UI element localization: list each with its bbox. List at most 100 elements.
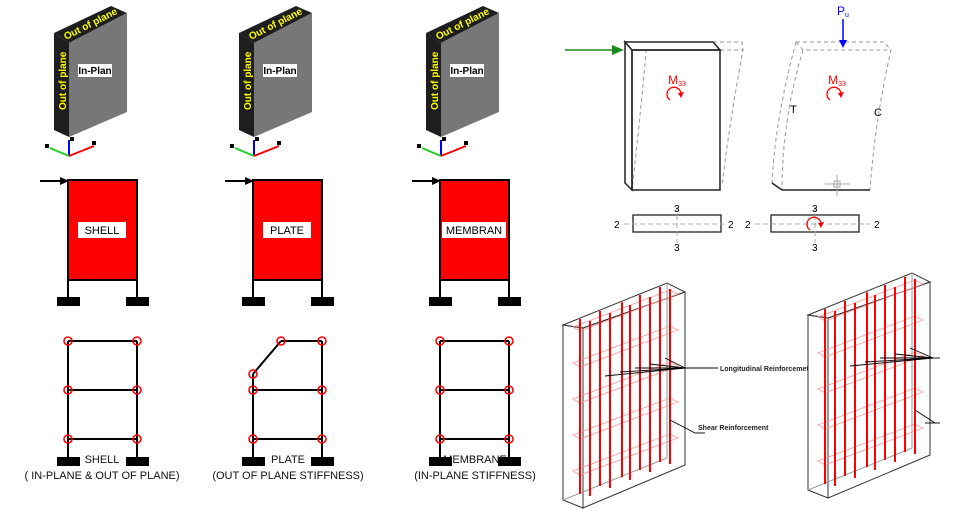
support-right-icon [498,297,521,306]
support-left-icon [57,457,80,466]
out-of-plane-label: Out of plane [430,51,441,110]
shear-reinforcement-hoop [817,315,924,358]
shear-reinforcement-hoop [572,325,679,368]
block-base-edge [771,182,783,191]
support-left-icon [429,297,452,306]
moment-label: M33 [828,73,846,88]
caption-title: SHELL [84,454,120,466]
hinge-node-icon [63,434,73,444]
moment-arrowhead-icon [838,92,844,98]
caption-membrane: MEMBRANE (IN-PLANE STIFFNESS) [375,452,575,484]
compression-label: C [874,107,882,119]
leader-line [669,419,696,434]
shear-reinforcement-hoop [572,433,679,476]
hinge-node-icon [435,336,445,346]
axial-load-label: Pu [837,4,849,19]
hinge-node-icon [248,369,258,379]
element-label-bg [263,222,311,238]
support-right-icon [311,457,334,466]
in-plan-label-bg [78,64,112,77]
shear-reinforcement-hoop [817,387,924,430]
hinge-node-icon [504,434,514,444]
caption-title: MEMBRANE [443,454,507,466]
caption-title: PLATE [270,454,306,466]
hinge-node-icon [63,336,73,346]
hinge-node-icon [504,385,514,395]
axis-end-marker [70,137,74,141]
block-top-face [54,6,127,43]
shear-reinforcement-hoop [817,279,924,322]
tension-label: T [790,104,797,116]
axis-end-marker [92,141,96,145]
hinge-node-icon [317,385,327,395]
leader-line [649,363,686,369]
moment-arrow-icon [666,86,682,101]
out-of-plane-label: Out of plane [58,51,69,110]
block-top [623,41,722,51]
axis-3-label: 3 [674,243,680,254]
shear-reinforcement-label: Shear Reinforcement [698,425,769,432]
hinge-node-icon [435,385,445,395]
axis-2-label: 2 [728,220,734,231]
hinge-node-icon [317,336,327,346]
hinge-node-icon [132,434,142,444]
leader-line [849,357,934,367]
leader-line [894,353,934,359]
moment-arrowhead-icon [818,222,824,228]
block-side-face [239,33,254,137]
caption-shell: SHELL( IN-PLANE & OUT OF PLANE) [2,452,202,484]
cross-section-1: 2 2 3 3 [614,204,734,254]
shear-reinforcement-hoop [817,423,924,466]
axis-x-icon [68,145,95,157]
axis-end-marker [45,144,49,148]
in-plan-label-bg [450,64,484,77]
hinge-node-icon [132,336,142,346]
axis-2-label: 2 [874,220,880,231]
out-of-plane-label: Out of plane [243,51,254,110]
moment-arrow-icon [826,86,842,101]
support-left-icon [242,457,265,466]
axis-end-marker [277,141,281,145]
leader-line [619,367,686,373]
axis-end-marker [442,137,446,141]
axis-3-label: 3 [674,204,680,215]
axis-2-label: 2 [614,220,620,231]
element-label-bg [442,222,506,238]
support-left-icon [429,457,452,466]
leader-line [914,409,936,424]
axis-x-icon [440,145,467,157]
shear-reinforcement-hoop [572,289,679,332]
longitudinal-reinforcement-label: Longitudinal Reinforcemet [720,366,809,373]
in-plan-label: In-Plan [450,66,483,77]
support-right-icon [126,457,149,466]
axis-y-icon [49,147,70,157]
centroid-mark [833,180,841,188]
block-top-face [426,6,499,43]
block-side-face [54,33,69,137]
block-top-face [239,6,312,43]
caption-plate: PLATE(OUT OF PLANE STIFFNESS) [188,452,388,484]
caption-subtitle: (IN-PLANE STIFFNESS) [414,470,536,482]
axis-3-label: 3 [812,204,818,215]
block-side [624,40,633,192]
leader-line [909,347,934,359]
support-left-icon [57,297,80,306]
in-plane-bending-block: M33 [565,40,744,192]
moment-label: M33 [668,73,686,88]
axis-end-marker [464,141,468,145]
element-type-label: MEMBRAN [446,225,502,237]
leader-line [664,357,686,369]
shear-reinforcement-hoop [572,397,679,440]
frame-member [252,340,282,375]
in-plan-label: In-Plan [263,66,296,77]
deformed-shape-dashed [771,41,892,191]
element-label-bg [78,222,126,238]
hinge-node-icon [276,336,286,346]
moment-arrow-icon [806,216,822,231]
